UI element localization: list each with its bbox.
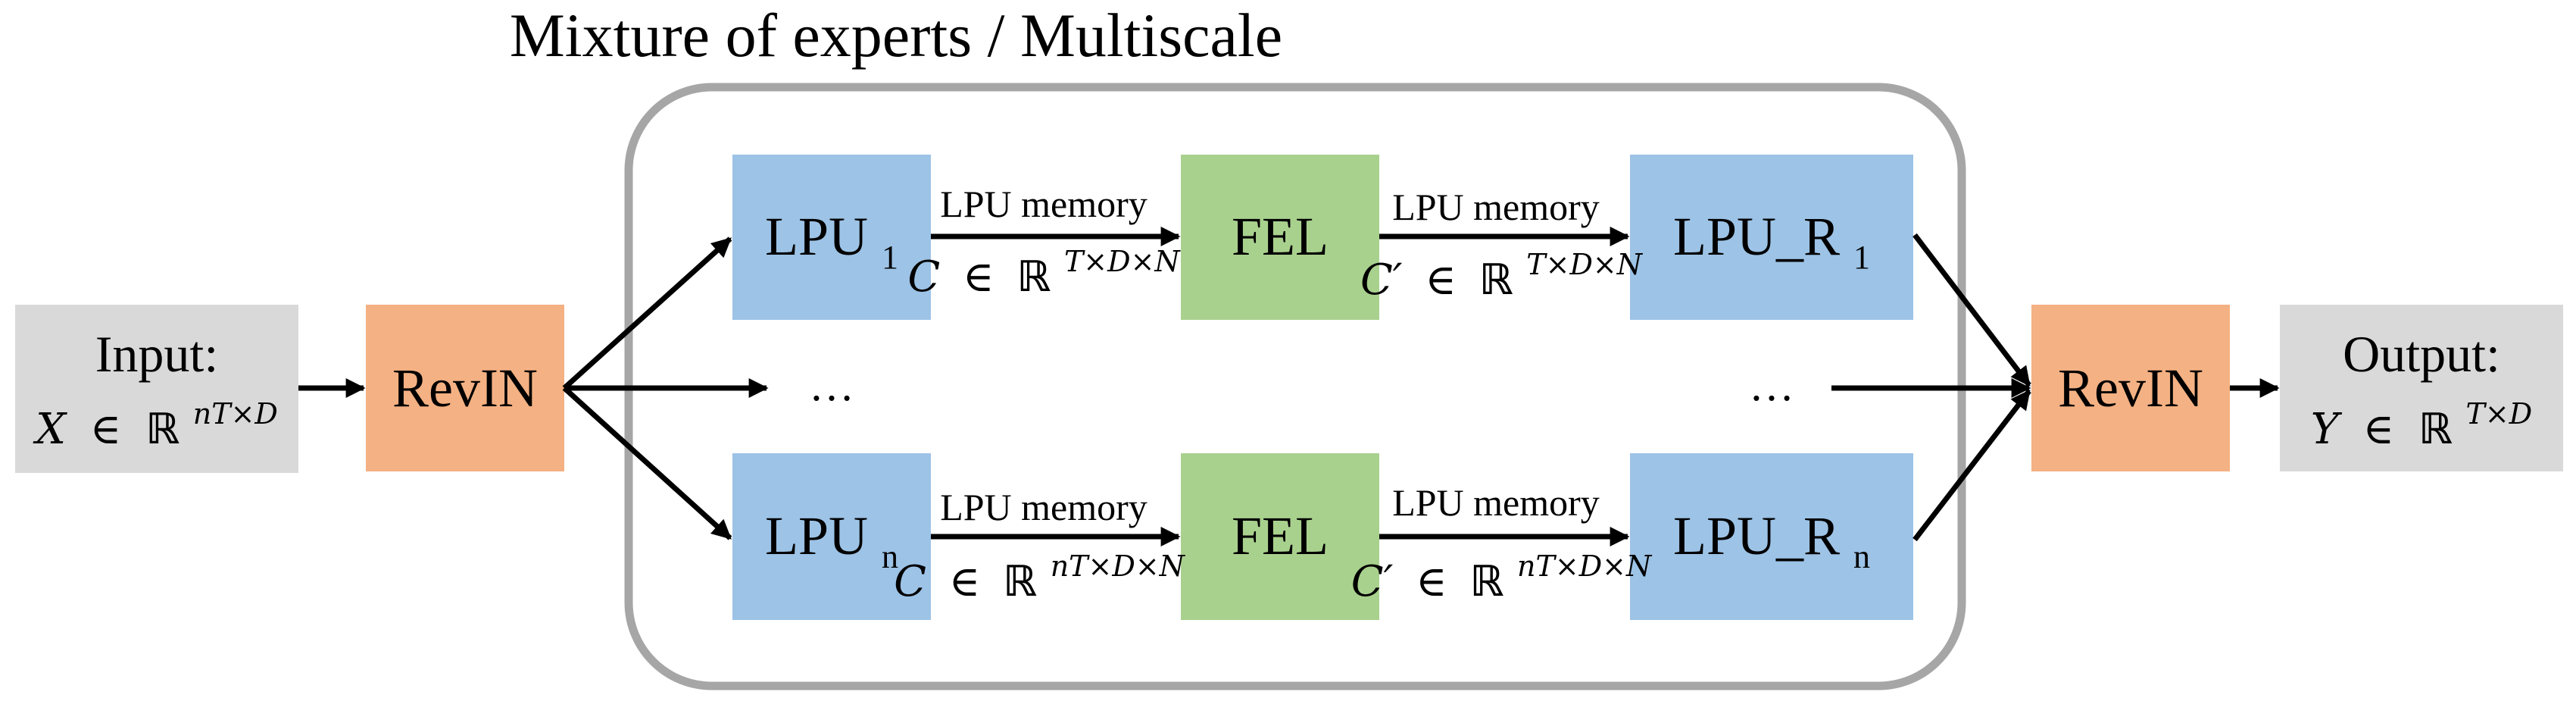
bottom-lpu-box — [732, 453, 931, 620]
edge-revin-to-bottom-lpu — [562, 386, 732, 540]
top-fel-box — [1181, 155, 1379, 320]
revin-out-box — [2031, 305, 2230, 471]
bottom-fel-node: FEL — [1181, 453, 1379, 620]
bottom-lpu-label: LPU n — [765, 506, 898, 575]
output-box — [2280, 305, 2563, 471]
input-box — [15, 305, 298, 473]
top-lpu-node: LPU 1 — [732, 155, 931, 320]
bottom-edge2-math-set: ℝ — [1469, 557, 1503, 606]
revin-in-label: RevIN — [392, 358, 538, 418]
bottom-lpu-sub: n — [882, 538, 898, 575]
output-math-in: ∈ — [2363, 405, 2394, 454]
bottom-lpu-r-box — [1630, 453, 1913, 620]
revin-out-node: RevIN — [2031, 305, 2230, 471]
top-fel-label: FEL — [1232, 206, 1329, 267]
output-node: Output: Y ∈ ℝ T×D — [2280, 305, 2563, 471]
bottom-lpu-base: LPU — [765, 506, 868, 566]
middle-ellipsis-right: … — [1749, 360, 1794, 410]
bottom-lpu-r-sub: n — [1853, 538, 1870, 575]
edge-bottom-lpu-r-to-revin — [1912, 389, 2031, 542]
top-edge2-math-var: C′ — [1360, 255, 1403, 305]
bottom-edge1-math-in: ∈ — [949, 557, 980, 606]
diagram-title: Mixture of experts / Multiscale — [510, 1, 1282, 70]
input-node: Input: X ∈ ℝ nT×D — [15, 305, 298, 473]
top-edge1-math-exp: T×D×N — [1064, 245, 1181, 278]
bottom-lpu-r-node: LPU_R n — [1630, 453, 1913, 620]
top-lpu-r-base: LPU_R — [1673, 206, 1840, 267]
top-lpu-r-sub: 1 — [1853, 239, 1870, 276]
bottom-lpu-r-label: LPU_R n — [1673, 506, 1870, 575]
input-math: X ∈ ℝ nT×D — [33, 397, 278, 454]
bottom-fel-box — [1181, 453, 1379, 620]
middle-ellipsis-left: … — [809, 360, 854, 410]
edges — [298, 227, 2280, 546]
bottom-edge1-math-set: ℝ — [1003, 557, 1037, 606]
bottom-edge2-math: C′ ∈ ℝ nT×D×N — [1351, 549, 1653, 606]
bottom-lpu-node: LPU n — [732, 453, 931, 620]
bottom-edge2-math-in: ∈ — [1416, 557, 1447, 606]
top-edge1-math-set: ℝ — [1016, 252, 1051, 302]
bottom-edge2-math-var: C′ — [1351, 557, 1394, 606]
output-label: Output: — [2343, 325, 2500, 383]
input-label: Input: — [95, 325, 218, 383]
top-edge2-label: LPU memory — [1392, 186, 1600, 228]
bottom-edge1-math-exp: nT×D×N — [1051, 549, 1186, 583]
edge-top-lpu-r-to-revin — [1912, 233, 2031, 387]
top-lpu-box — [732, 155, 931, 320]
top-edge2-math: C′ ∈ ℝ T×D×N — [1360, 248, 1644, 305]
top-edge1-math-in: ∈ — [963, 252, 994, 302]
top-edge1-math: C ∈ ℝ T×D×N — [907, 245, 1181, 302]
top-edge1-math-var: C — [907, 252, 940, 302]
top-edge1-label: LPU memory — [940, 183, 1147, 225]
bottom-fel-label: FEL — [1232, 506, 1329, 566]
bottom-edge2-math-exp: nT×D×N — [1517, 549, 1653, 583]
revin-in-box — [366, 305, 564, 471]
input-math-exp: nT×D — [193, 397, 278, 431]
top-fel-node: FEL — [1181, 155, 1379, 320]
input-math-in: ∈ — [90, 405, 121, 454]
bottom-edge1-label: LPU memory — [940, 486, 1147, 528]
output-math-set: ℝ — [2418, 405, 2453, 454]
top-edge2-math-set: ℝ — [1479, 255, 1513, 305]
output-math: Y ∈ ℝ T×D — [2311, 397, 2532, 454]
bottom-lpu-r-base: LPU_R — [1673, 506, 1840, 566]
top-lpu-r-box — [1630, 155, 1913, 320]
bottom-edge1-math-var: C — [894, 557, 926, 606]
input-math-set: ℝ — [145, 405, 180, 454]
edge-revin-to-top-lpu — [562, 236, 732, 390]
top-lpu-base: LPU — [765, 206, 868, 267]
bottom-edge2-label: LPU memory — [1392, 481, 1600, 524]
top-edge2-math-exp: T×D×N — [1526, 248, 1643, 281]
top-lpu-label: LPU 1 — [765, 206, 898, 276]
revin-in-node: RevIN — [366, 305, 564, 471]
output-math-var: Y — [2311, 405, 2343, 454]
top-edge2-math-in: ∈ — [1425, 255, 1456, 305]
revin-out-label: RevIN — [2058, 358, 2203, 418]
top-lpu-sub: 1 — [882, 239, 898, 276]
output-math-exp: T×D — [2466, 397, 2533, 431]
top-lpu-r-node: LPU_R 1 — [1630, 155, 1913, 320]
top-lpu-r-label: LPU_R 1 — [1673, 206, 1870, 276]
input-math-var: X — [33, 405, 67, 454]
bottom-edge1-math: C ∈ ℝ nT×D×N — [894, 549, 1186, 606]
